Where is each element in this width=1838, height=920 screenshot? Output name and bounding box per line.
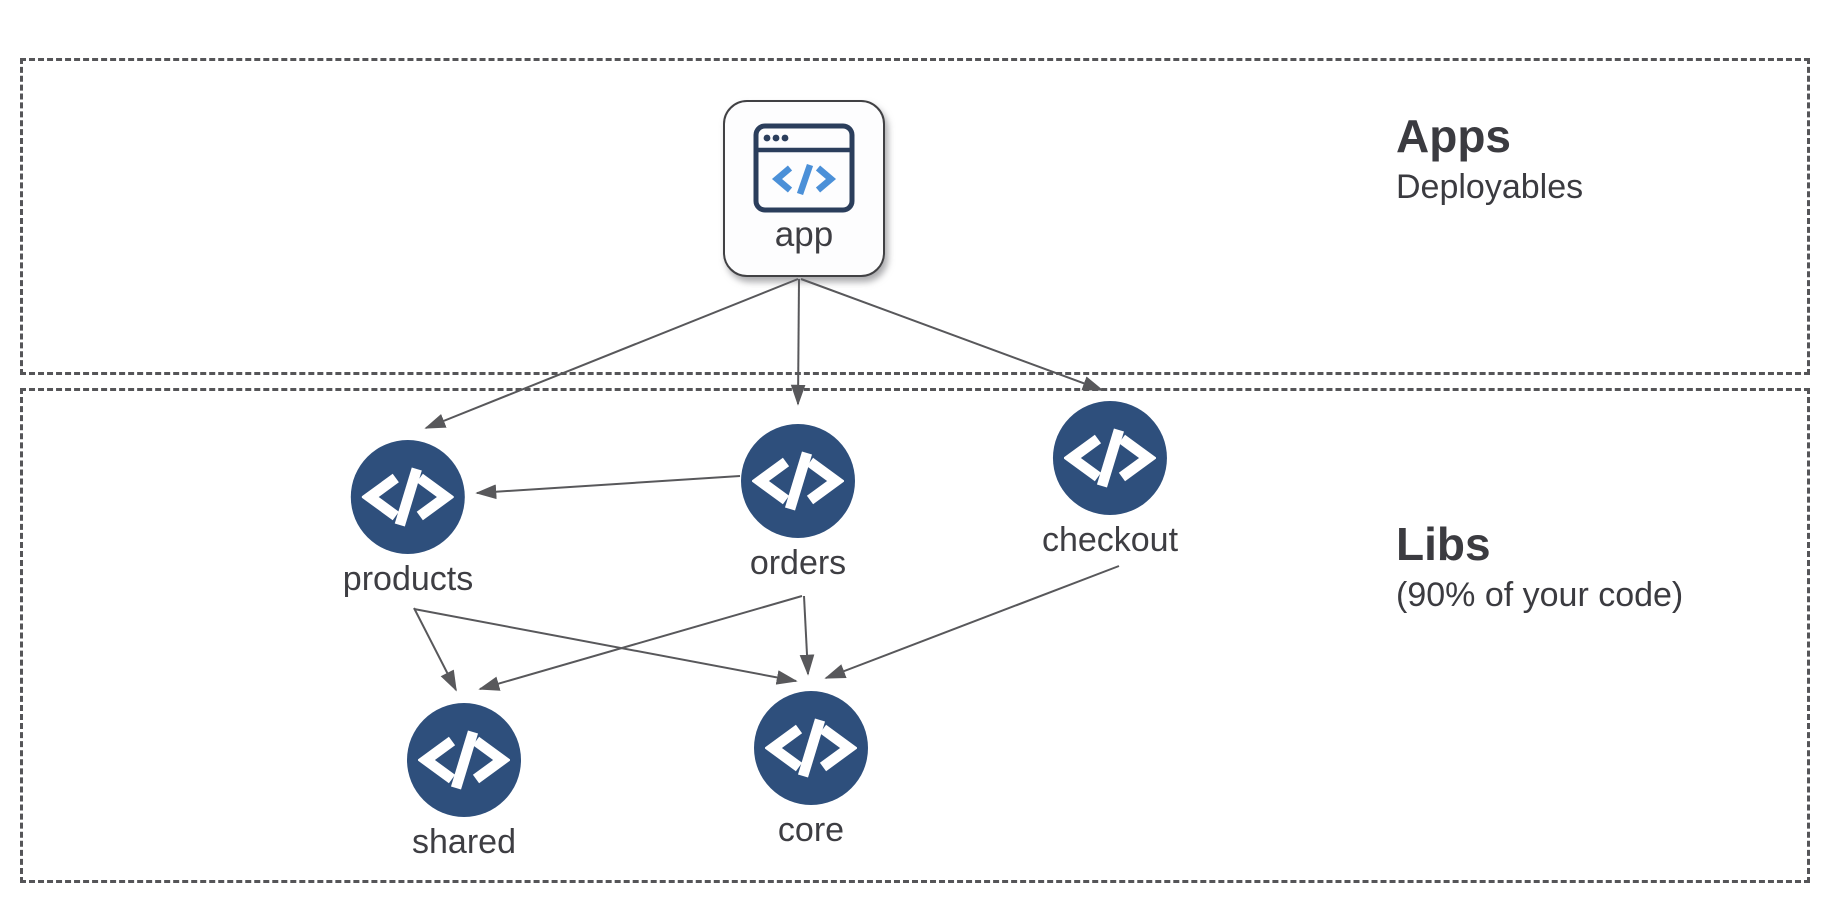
apps-region-box — [20, 58, 1810, 375]
edge-app-to-products — [424, 278, 799, 429]
edge-products-to-shared — [413, 607, 457, 692]
node-orders-label: orders — [749, 544, 847, 582]
apps-region-subtitle: Deployables — [1396, 167, 1584, 206]
libs-region-title: Libs — [1396, 518, 1491, 570]
browser-window-code-icon — [753, 123, 855, 212]
node-shared: shared — [407, 703, 521, 862]
code-brackets-icon — [407, 703, 521, 817]
code-brackets-icon — [1053, 401, 1167, 515]
node-checkout-label: checkout — [1041, 521, 1179, 559]
node-checkout: checkout — [1042, 401, 1178, 560]
apps-region-title: Apps — [1396, 110, 1511, 162]
edge-orders-to-core — [799, 595, 815, 676]
node-orders: orders — [741, 424, 855, 583]
edge-orders-to-products — [475, 475, 741, 500]
libs-region-box — [20, 388, 1810, 883]
edge-products-to-core — [413, 608, 798, 685]
libs-region-subtitle: (90% of your code) — [1396, 575, 1684, 614]
node-products-label: products — [342, 560, 474, 598]
node-products: products — [343, 440, 473, 599]
edge-orders-to-shared — [478, 595, 803, 691]
code-brackets-icon — [351, 440, 465, 554]
node-core-label: core — [777, 811, 845, 849]
node-app-label: app — [774, 214, 834, 254]
code-brackets-icon — [754, 691, 868, 805]
code-brackets-icon — [741, 424, 855, 538]
node-app: app — [723, 100, 885, 277]
node-core: core — [754, 691, 868, 850]
edge-checkout-to-core — [824, 565, 1120, 679]
edge-app-to-orders — [790, 278, 806, 406]
apps-region-label: Apps Deployables — [1396, 110, 1583, 208]
node-shared-label: shared — [412, 823, 516, 861]
libs-region-label: Libs (90% of your code) — [1396, 518, 1683, 616]
edge-app-to-checkout — [800, 278, 1104, 391]
